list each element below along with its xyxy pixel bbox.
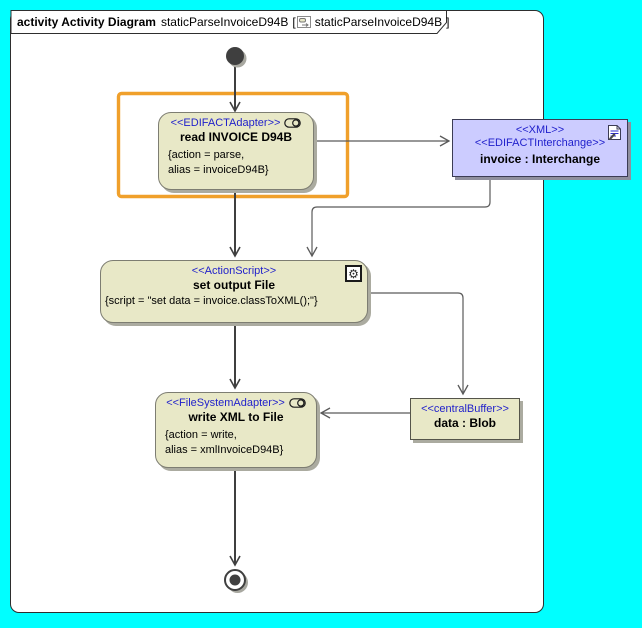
frame-kind-label: activity Activity Diagram <box>17 15 156 29</box>
stereotype-label: <<EDIFACTAdapter>> <box>170 117 281 129</box>
action-write-xml-to-file[interactable]: <<FileSystemAdapter>> write XML to File … <box>155 392 317 468</box>
frame-ref-name: staticParseInvoiceD94B <box>314 15 443 29</box>
stereotype-label: <<centralBuffer>> <box>421 403 509 415</box>
gear-glyph: ⚙ <box>348 266 359 281</box>
adapter-icon <box>289 398 306 408</box>
adapter-icon <box>284 118 302 128</box>
action-property: {script = "set data = invoice.classToXML… <box>105 295 318 307</box>
edge-invoice-to-setoutput[interactable] <box>306 177 491 258</box>
action-read-invoice[interactable]: <<EDIFACTAdapter>> read INVOICE D94B {ac… <box>158 112 314 190</box>
xml-document-icon <box>608 125 621 140</box>
action-property: alias = invoiceD94B} <box>168 164 269 176</box>
edge-setoutput-to-buffer[interactable] <box>368 292 469 396</box>
action-property: {action = write, <box>165 429 237 441</box>
frame-diagram-name: staticParseInvoiceD94B <box>160 15 289 29</box>
frame-tab-title: activity Activity Diagram staticParseInv… <box>17 13 449 31</box>
activity-final-node[interactable] <box>224 569 248 593</box>
action-property: alias = xmlInvoiceD94B} <box>165 444 284 456</box>
frame-close-bracket: ] <box>446 15 450 29</box>
action-property: {action = parse, <box>168 149 245 161</box>
action-name: set output File <box>193 278 275 292</box>
object-node-invoice[interactable]: <<XML>> <<EDIFACTInterchange>> invoice :… <box>452 119 628 177</box>
stereotype-label: <<EDIFACTInterchange>> <box>474 137 606 149</box>
central-buffer-node[interactable]: <<centralBuffer>> data : Blob <box>410 398 520 440</box>
script-gear-icon: ⚙ <box>345 265 362 282</box>
frame-open-bracket: [ <box>292 15 296 29</box>
stereotype-label: <<FileSystemAdapter>> <box>166 397 285 409</box>
buffer-name: data : Blob <box>434 416 496 430</box>
initial-node[interactable] <box>226 47 247 68</box>
action-set-output-file[interactable]: <<ActionScript>> set output File {script… <box>100 260 368 323</box>
action-name: write XML to File <box>188 410 284 424</box>
object-node-name: invoice : Interchange <box>479 152 601 166</box>
action-name: read INVOICE D94B <box>179 130 293 144</box>
selection-highlight <box>116 91 350 199</box>
stereotype-label: <<ActionScript>> <box>191 265 277 277</box>
activity-diagram-icon <box>296 16 311 28</box>
frame-tab[interactable] <box>10 10 447 34</box>
stereotype-label: <<XML>> <box>515 124 565 136</box>
